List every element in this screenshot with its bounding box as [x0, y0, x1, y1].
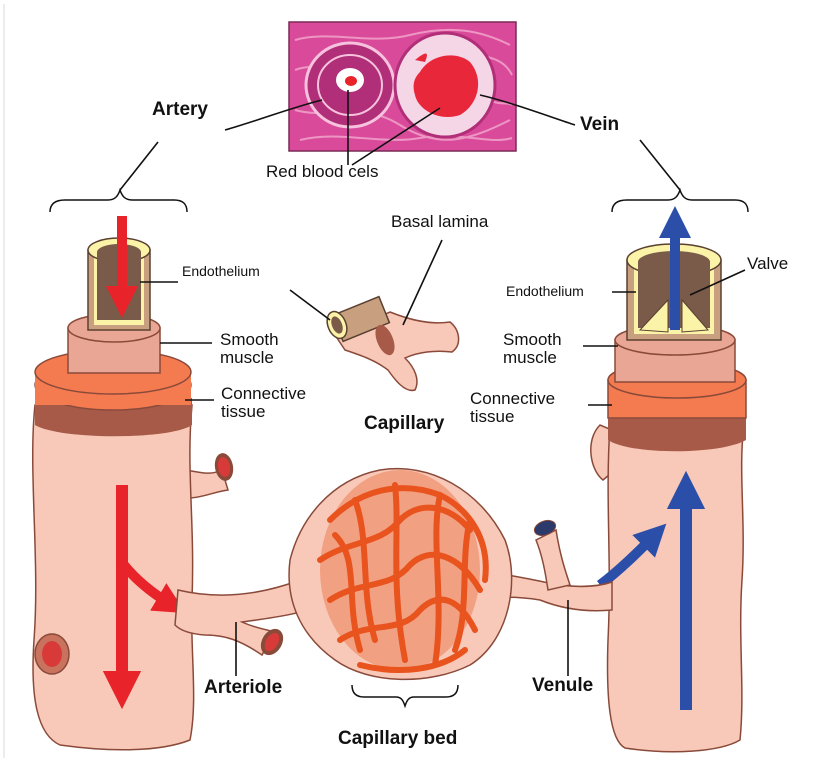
- capillary-bed-label: Capillary bed: [338, 729, 457, 749]
- artery-leader: [120, 142, 158, 190]
- artery-vessel: [33, 216, 236, 750]
- vein-label: Vein: [580, 115, 619, 135]
- arteriole-label: Arteriole: [204, 678, 282, 698]
- smooth-muscle-right-label: Smooth muscle: [503, 331, 562, 367]
- capillary-bed-network: [289, 469, 512, 680]
- red-blood-cells-label: Red blood cels: [266, 163, 378, 181]
- connective-tissue-left-label: Connective tissue: [221, 385, 306, 421]
- endothelium-left-label: Endothelium: [182, 264, 260, 279]
- basal-lamina-leader: [403, 240, 442, 325]
- vein-leader: [640, 140, 680, 190]
- artery-label: Artery: [152, 100, 208, 120]
- connective-tissue-right-label: Connective tissue: [470, 390, 555, 426]
- venule-label: Venule: [532, 676, 593, 696]
- endothelium-right-label: Endothelium: [506, 284, 584, 299]
- capillary-inset: [323, 297, 458, 391]
- smooth-muscle-left-label: Smooth muscle: [220, 331, 279, 367]
- capillary-bed-bracket: [352, 685, 458, 706]
- capillary-endothelium-leader: [290, 290, 330, 320]
- vein-bracket: [612, 190, 748, 212]
- basal-lamina-label: Basal lamina: [391, 213, 488, 231]
- artery-bracket: [50, 190, 187, 212]
- valve-label: Valve: [747, 255, 788, 273]
- capillary-label: Capillary: [364, 414, 444, 434]
- vein-vessel: [591, 222, 746, 752]
